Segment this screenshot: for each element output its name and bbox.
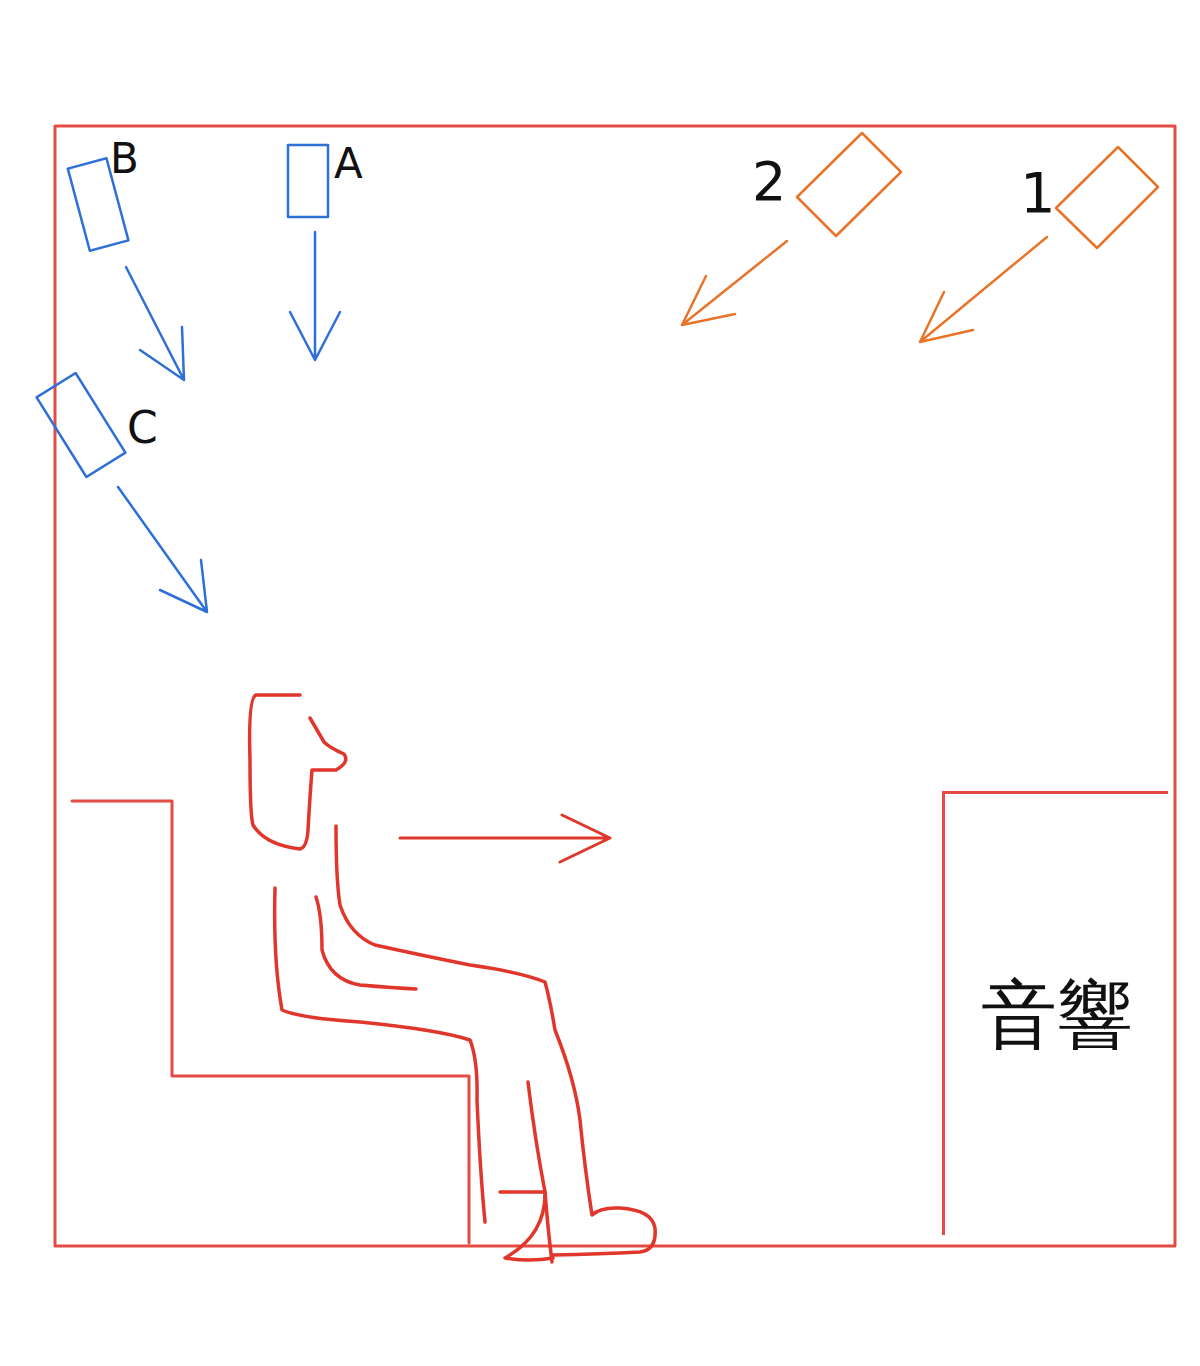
person-head: [250, 695, 346, 849]
person-arm: [316, 897, 416, 989]
light-fixture: [1056, 147, 1158, 248]
speaker-box: 音響: [942, 791, 1168, 1235]
person-foot: [500, 1192, 553, 1260]
light-fixture: [797, 133, 901, 236]
light-fixture: [288, 145, 328, 217]
room-outline: [55, 126, 1175, 1246]
sofa: [72, 801, 469, 1243]
node-label: 音響: [981, 973, 1133, 1057]
callout-letter: B: [110, 138, 139, 180]
light-arrow: [920, 237, 1047, 342]
callout-letter: A: [334, 143, 363, 185]
person-front: [336, 826, 655, 1255]
callout-letter: C: [127, 406, 158, 450]
light-arrow: [118, 487, 207, 612]
seated-person: [250, 695, 656, 1262]
person-back: [275, 888, 485, 1222]
light-arrow: [126, 267, 184, 380]
facing-arrow: [400, 815, 610, 862]
callout-letter: 2: [752, 155, 786, 209]
light-arrow: [290, 232, 340, 360]
light-arrow: [682, 241, 787, 325]
callout-letter: 1: [1020, 165, 1056, 221]
light-fixture: [37, 373, 126, 477]
